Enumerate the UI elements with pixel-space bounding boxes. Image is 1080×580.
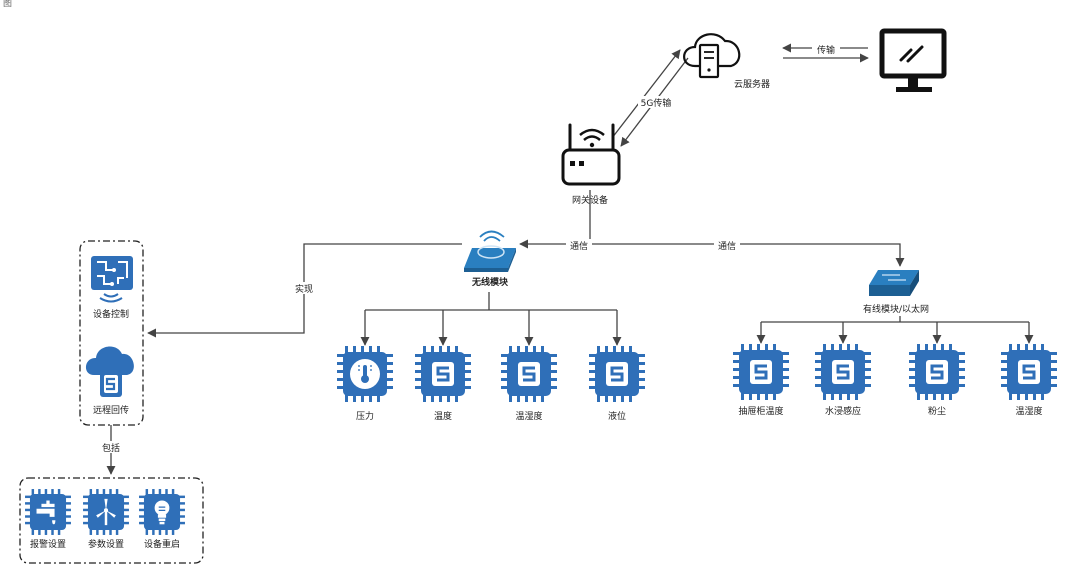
wireless-sensor-temperature: 温度 [415,346,471,422]
wireless-module-label: 无线模块 [471,276,509,288]
function-parameter-settings: 参数设置 [83,489,129,550]
function-label: 参数设置 [88,538,124,550]
cloud-server-label: 云服务器 [734,78,770,90]
edges [106,43,1034,475]
corner-text: 图 [3,0,13,9]
sensor-label: 粉尘 [928,405,946,417]
cloud-chip-icon [85,346,134,397]
thermometer-icon [350,359,380,389]
wireless-module-icon [464,230,516,272]
remote-return-label: 远程回传 [93,404,129,416]
network-switch-icon [869,270,919,296]
sensor-label: 温湿度 [515,410,542,422]
sensor-label: 温度 [434,410,452,422]
functions-group-frame [19,477,204,564]
edge-label-comm-left: 通信 [570,240,588,252]
wireless-sensor-level: 液位 [589,346,645,422]
function-label: 报警设置 [30,538,66,550]
wired-sensor-humidity: 温湿度 [1001,344,1057,417]
edge-label-comm-right: 通信 [718,240,736,252]
sensor-label: 温湿度 [1015,405,1042,417]
wireless-sensor-pressure: 压力 [337,346,393,422]
function-device-restart: 设备重启 [139,489,185,550]
light-bulb-icon [154,500,170,525]
wired-module-label: 有线模块/以太网 [863,303,929,315]
faucet-icon [36,500,56,525]
wireless-sensor-humidity: 温湿度 [501,346,557,422]
monitor-icon [879,28,947,92]
wind-turbine-icon [96,498,116,526]
wired-sensor-dust: 粉尘 [909,344,965,417]
edge-label-5g: 5G传输 [641,97,672,109]
edge-label-implement: 实现 [295,283,313,295]
wired-sensor-water-leak: 水浸感应 [815,344,871,417]
gateway-label: 网关设备 [572,194,608,206]
sensor-label: 抽屉柜温度 [738,405,783,417]
function-alarm-settings: 报警设置 [25,489,71,550]
cloud-server-icon [683,33,741,79]
sensor-label: 压力 [356,410,374,422]
wired-sensor-drawer-temp: 抽屉柜温度 [733,344,789,417]
function-label: 设备重启 [144,538,180,550]
sensor-label: 液位 [608,410,626,422]
circuit-board-icon [91,256,133,303]
edge-label-transfer: 传输 [817,44,835,56]
edge-labels: 传输 5G传输 通信 通信 实现 包括 [98,43,840,454]
sensor-label: 水浸感应 [825,405,861,417]
device-control-label: 设备控制 [93,308,129,320]
router-icon [561,123,621,186]
edge-label-include: 包括 [102,442,120,454]
